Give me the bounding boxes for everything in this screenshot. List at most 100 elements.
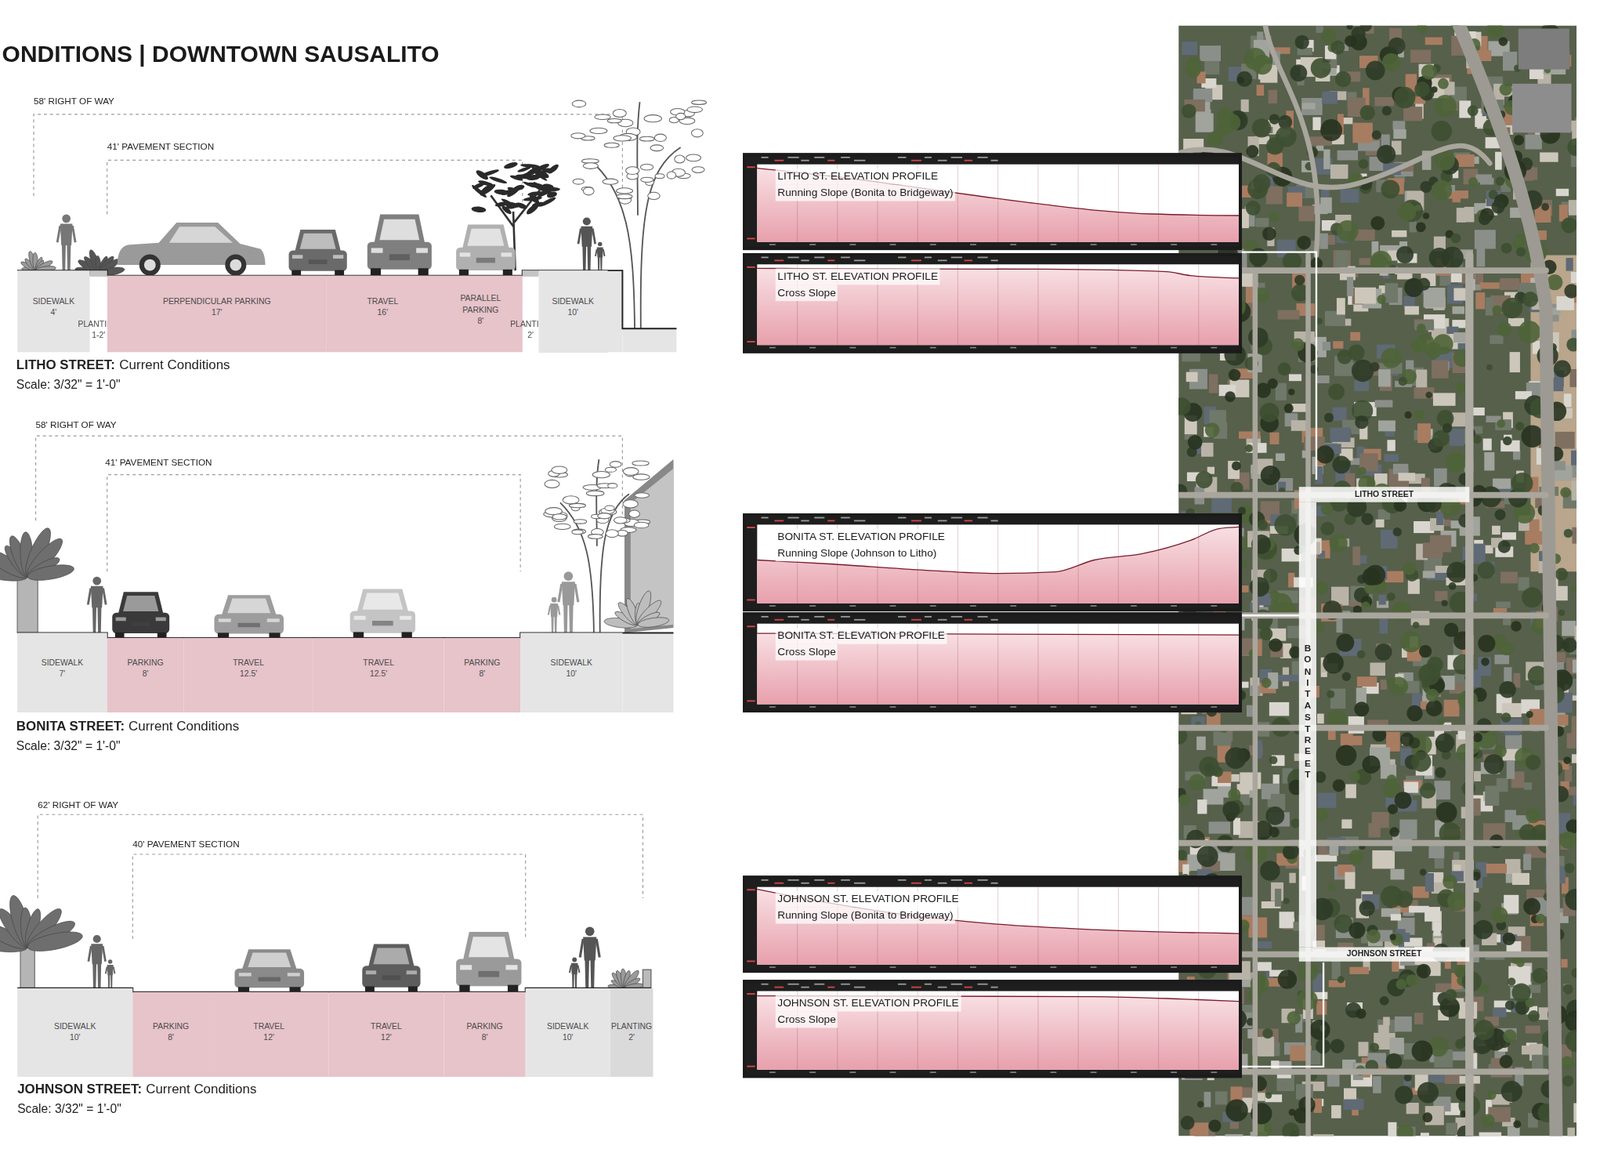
tree-canopy <box>1497 322 1513 337</box>
tree-canopy <box>1245 444 1253 453</box>
tree-canopy <box>1236 71 1253 87</box>
tree-canopy <box>1223 113 1242 132</box>
rooftop <box>1572 465 1577 478</box>
planter <box>17 576 38 634</box>
rooftop <box>1480 282 1500 289</box>
tree-canopy <box>1404 411 1412 419</box>
rooftop <box>1393 463 1409 475</box>
tree-leaf <box>572 178 584 185</box>
rooftop <box>1314 854 1337 862</box>
tree-canopy <box>1283 897 1290 905</box>
person-legs <box>597 257 603 271</box>
tree-canopy <box>1498 539 1511 553</box>
person-legs <box>571 973 577 989</box>
tree-canopy <box>1535 913 1546 924</box>
car-wheel <box>353 631 364 638</box>
tree-leaf <box>546 190 558 200</box>
tree-canopy <box>1442 423 1452 433</box>
tree-canopy <box>1510 620 1522 632</box>
tree-leaf <box>633 474 650 480</box>
tree-leaf <box>644 115 663 123</box>
tree-leaf <box>632 460 649 466</box>
tree-canopy <box>1499 83 1513 96</box>
tree-canopy <box>1499 1054 1514 1068</box>
rooftop <box>1357 676 1377 687</box>
tree-leaf <box>691 129 703 138</box>
tree-canopy <box>1522 291 1539 308</box>
tree-leaf <box>594 114 611 120</box>
tree-leaf <box>562 495 580 504</box>
car-light <box>416 247 428 253</box>
tree-canopy <box>1468 177 1478 187</box>
rooftop <box>1445 1122 1458 1135</box>
person-body <box>561 581 576 605</box>
tree-canopy <box>1249 576 1270 597</box>
car-wheel <box>418 267 429 276</box>
rooftop <box>1484 785 1499 807</box>
tree-canopy <box>1375 643 1393 661</box>
car-hub <box>229 259 242 272</box>
rooftop <box>1571 271 1577 283</box>
rooftop <box>1483 438 1492 451</box>
tree-leaf <box>639 136 655 142</box>
car-body <box>213 614 284 634</box>
tree-canopy <box>1393 527 1402 536</box>
rooftop <box>1423 287 1446 308</box>
rooftop <box>1410 50 1431 64</box>
rooftop <box>1505 734 1522 750</box>
rooftop <box>1555 431 1575 449</box>
car-light <box>354 615 366 620</box>
car-cabin <box>462 931 515 962</box>
tree-canopy <box>1521 586 1543 608</box>
rooftop <box>1329 427 1351 442</box>
tree-canopy <box>1507 977 1516 985</box>
tree-canopy <box>1400 630 1422 652</box>
rooftop <box>1372 1075 1382 1094</box>
rooftop <box>1502 532 1517 540</box>
tree-leaf <box>532 180 545 192</box>
rooftop <box>1393 129 1406 139</box>
tree-canopy <box>1246 144 1260 158</box>
rooftop <box>1399 819 1417 840</box>
car-cabin <box>118 591 164 615</box>
person-arms <box>595 249 605 257</box>
rooftop <box>1385 571 1404 583</box>
tree-canopy <box>1321 521 1335 536</box>
tree-canopy <box>1335 71 1351 87</box>
tree-canopy <box>1425 391 1433 399</box>
rooftop <box>1444 1074 1462 1084</box>
tree-canopy <box>1416 323 1427 334</box>
rooftop <box>1492 1006 1506 1018</box>
rooftop <box>1566 257 1574 272</box>
rooftop <box>1576 447 1578 459</box>
tree-canopy <box>1224 390 1236 402</box>
car-body <box>350 611 416 634</box>
rooftop <box>1344 872 1355 889</box>
tree-canopy <box>1321 503 1333 515</box>
person-body <box>90 943 103 964</box>
tree-canopy <box>1324 412 1334 423</box>
tree-leaf <box>582 187 594 196</box>
rooftop <box>1567 1127 1575 1137</box>
rooftop <box>1380 679 1388 690</box>
tree-leaf <box>531 200 544 208</box>
rooftop <box>1378 419 1396 431</box>
rooftop <box>1332 340 1343 348</box>
rooftop <box>1378 1024 1390 1034</box>
rooftop <box>1398 472 1416 481</box>
tree-leaf <box>488 175 508 185</box>
tree-canopy <box>1336 220 1359 243</box>
tree-canopy <box>1178 849 1188 860</box>
rooftop <box>1346 276 1354 297</box>
rooftop <box>1485 296 1494 315</box>
building-face <box>630 468 674 629</box>
tree-leaf <box>608 483 618 489</box>
rooftop <box>1268 90 1278 104</box>
tree-canopy <box>1494 509 1506 521</box>
rooftop <box>1384 453 1399 462</box>
tree-canopy <box>1473 919 1494 940</box>
tree-canopy <box>1225 1099 1248 1122</box>
tree-canopy <box>1472 434 1481 444</box>
tree-canopy <box>1286 1010 1301 1025</box>
rooftop <box>1494 654 1510 664</box>
